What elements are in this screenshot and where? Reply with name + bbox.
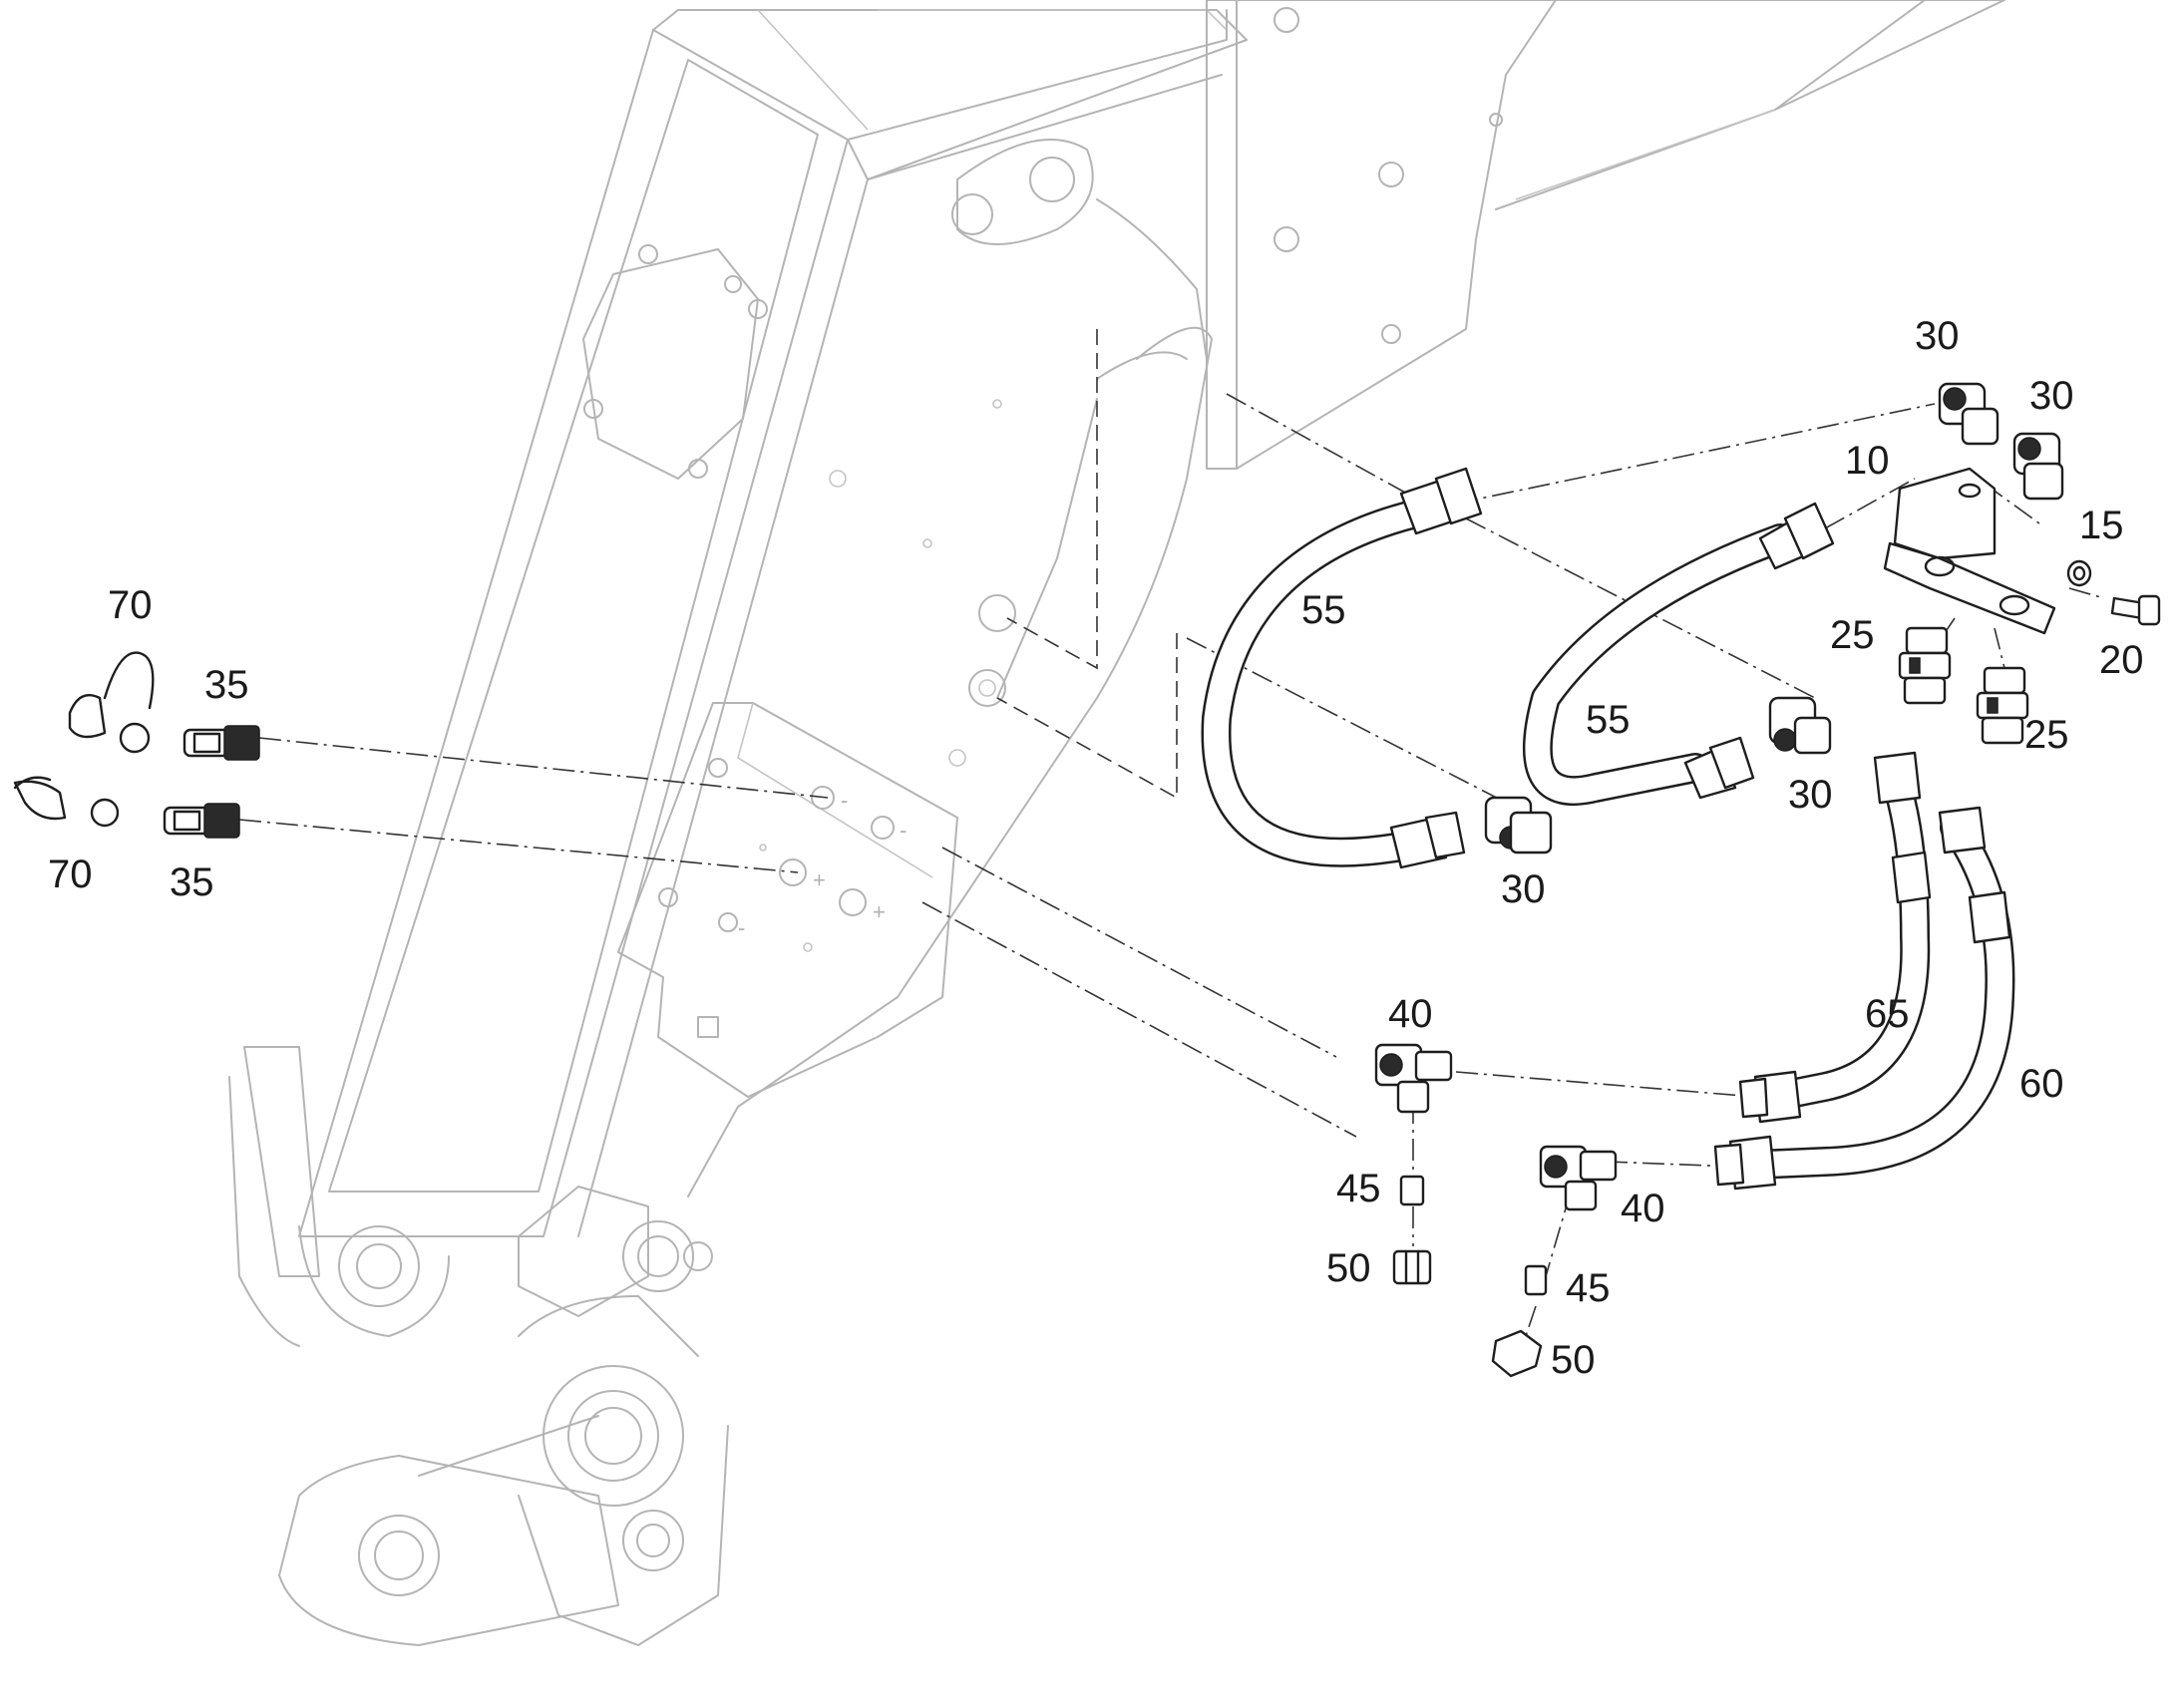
loader-arm-structure: - - + + - <box>228 0 2005 1646</box>
plate-sign-plus: + <box>813 867 826 892</box>
callout-70: 70 <box>108 583 153 627</box>
nipple-45 <box>1524 1264 1548 1296</box>
callout-55: 55 <box>1586 698 1631 742</box>
callout-30: 30 <box>1915 314 1960 358</box>
cap-nut-50 <box>1392 1249 1432 1285</box>
callout-65: 65 <box>1865 992 1910 1036</box>
tee-fitting-40 <box>1374 1043 1453 1114</box>
adapter-fitting-25 <box>1898 626 1952 705</box>
hose-55-left <box>1201 467 1483 869</box>
bolt-20 <box>2110 594 2161 626</box>
quick-coupler-35 <box>182 725 260 761</box>
callout-labels: 30 30 10 15 20 25 25 55 55 30 30 70 35 7… <box>48 314 2144 1382</box>
callout-40: 40 <box>1388 992 1433 1036</box>
callout-60: 60 <box>2019 1062 2064 1106</box>
quick-coupler-35 <box>163 803 240 839</box>
elbow-fitting-30 <box>2012 432 2064 501</box>
hose-60 <box>1713 806 2015 1191</box>
callout-50: 50 <box>1551 1338 1596 1382</box>
callout-25: 25 <box>1830 613 1875 657</box>
elbow-fitting-30 <box>1938 382 1999 446</box>
elbow-fitting-30 <box>1768 696 1832 755</box>
callout-15: 15 <box>2079 504 2124 547</box>
callout-25: 25 <box>2024 713 2069 757</box>
callout-40: 40 <box>1621 1187 1665 1230</box>
callout-20: 20 <box>2099 638 2144 682</box>
callout-35: 35 <box>204 663 249 707</box>
leader-lines <box>238 329 2105 1337</box>
callout-10: 10 <box>1845 439 1890 483</box>
callout-30: 30 <box>2029 374 2074 418</box>
cap-nut-50 <box>1491 1329 1543 1378</box>
callout-30: 30 <box>1788 773 1833 817</box>
plate-sign-minus: - <box>738 915 745 940</box>
dust-cap-70 <box>68 651 155 754</box>
elbow-fitting-30 <box>1484 796 1553 854</box>
plate-sign-plus: + <box>873 899 886 924</box>
callout-45: 45 <box>1566 1266 1611 1310</box>
nipple-45 <box>1399 1175 1425 1206</box>
callout-45: 45 <box>1336 1167 1381 1210</box>
hose-55-right <box>1522 502 1835 807</box>
callout-70: 70 <box>48 853 93 896</box>
hose-65 <box>1738 751 1932 1124</box>
callout-30: 30 <box>1501 867 1546 911</box>
dust-cap-70 <box>13 776 120 828</box>
mounting-bracket-10 <box>1883 467 2056 635</box>
plate-sign-minus: - <box>900 818 907 843</box>
callout-35: 35 <box>170 860 214 904</box>
callout-55: 55 <box>1301 588 1346 632</box>
tee-fitting-40 <box>1539 1145 1618 1211</box>
plate-sign-minus: - <box>841 788 848 813</box>
washer-15 <box>2066 559 2092 587</box>
adapter-fitting-25 <box>1976 666 2029 745</box>
callout-50: 50 <box>1326 1246 1371 1290</box>
